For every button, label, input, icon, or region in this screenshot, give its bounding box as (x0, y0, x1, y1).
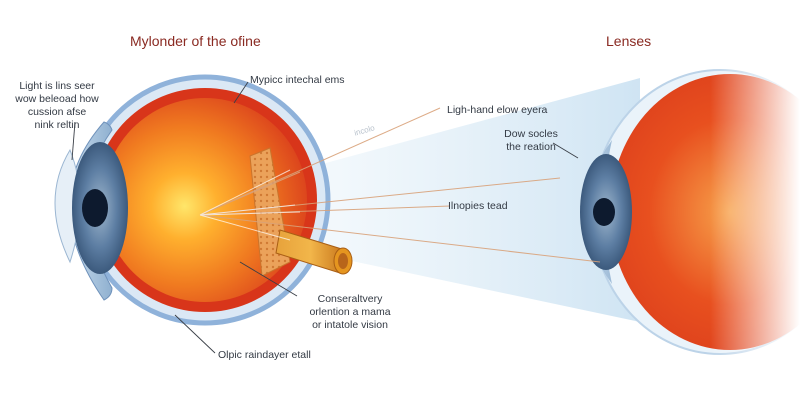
label-optic-vision: Conseraltvery orlention a mama or intato… (309, 293, 391, 331)
label-middle: Ilnopies tead (448, 200, 508, 212)
label-light-lens: Light is lins seer wow beleoad how cussi… (15, 80, 99, 131)
title-right: Lenses (606, 33, 652, 49)
eye-interior (103, 98, 307, 302)
leader-lines (71, 81, 579, 354)
label-optic-bottom: Olpic raindayer etall (218, 349, 311, 361)
light-beam (300, 78, 640, 322)
label-internal: Mypicc intechal ems (250, 74, 345, 86)
label-refraction: Dow socles the reation (504, 128, 558, 153)
left-eye (54, 74, 353, 326)
label-light-ray: Ligh-hand elow eyera (447, 104, 548, 116)
optic-nerve (275, 229, 353, 275)
title-left: Mylonder of the ofine (130, 33, 261, 49)
pupil (82, 189, 108, 227)
right-eye (580, 60, 800, 370)
